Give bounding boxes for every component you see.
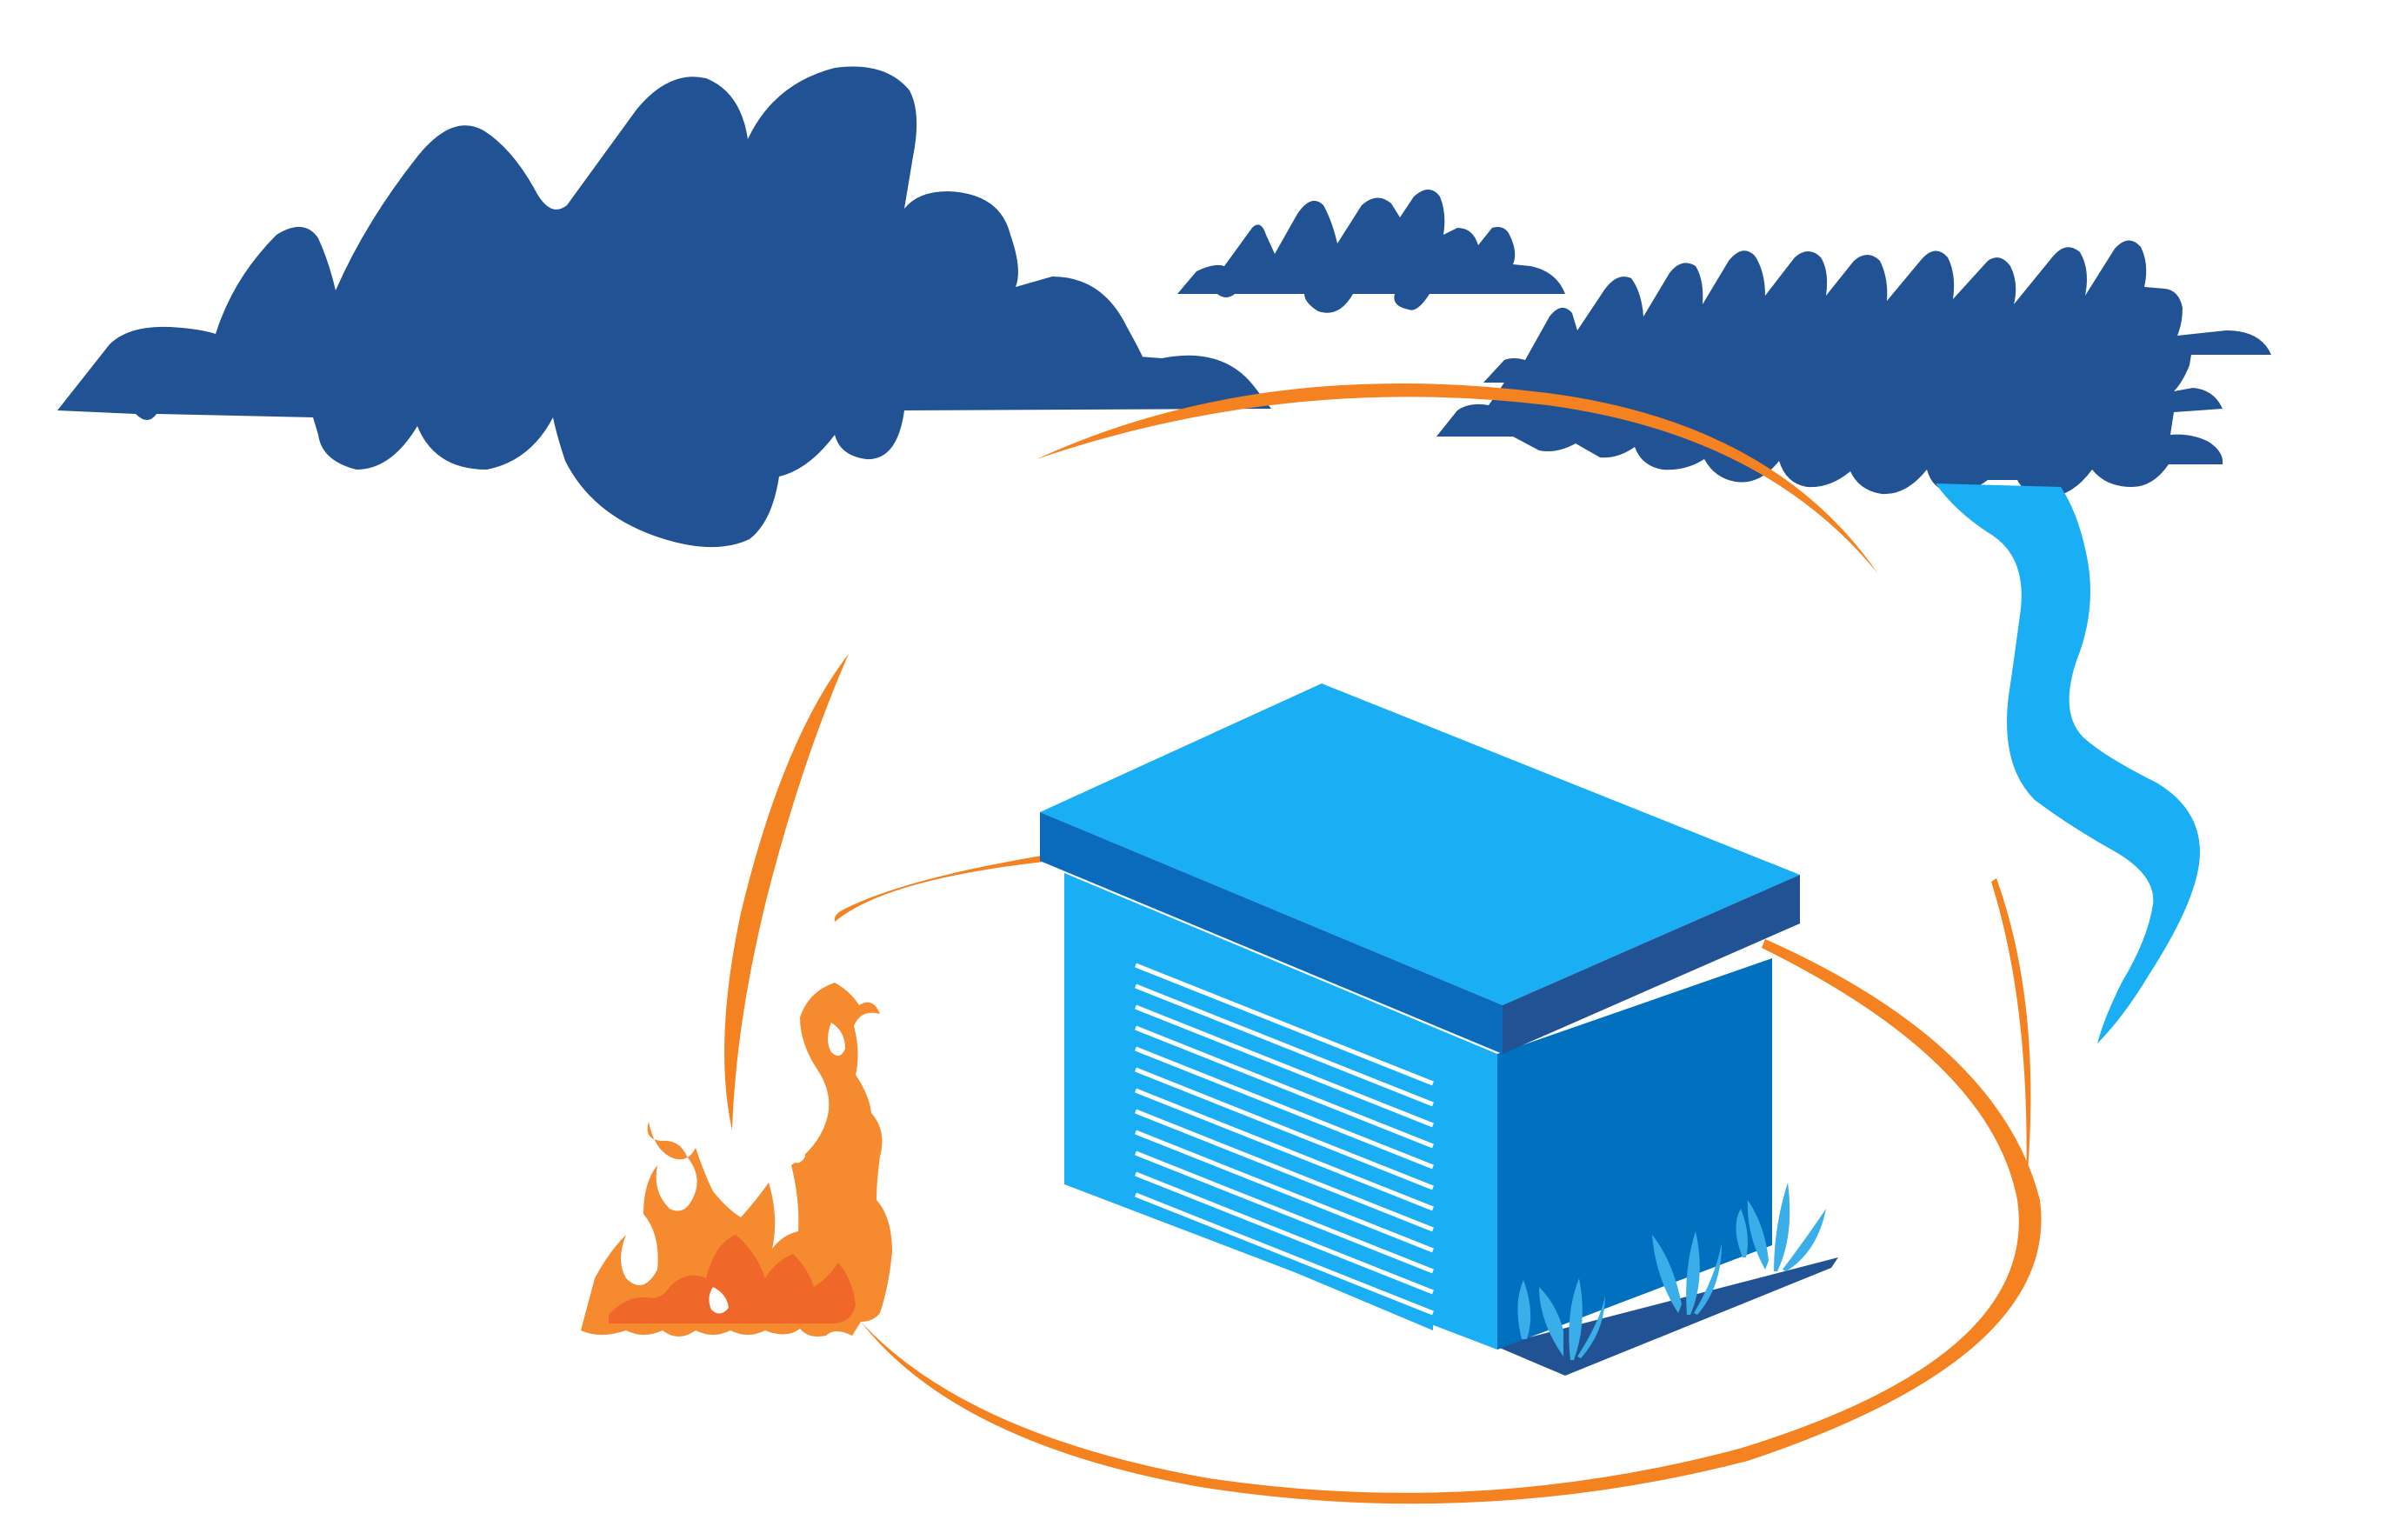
door-slat <box>1135 1088 1434 1211</box>
plant-leaf <box>1694 1243 1722 1315</box>
roof-edge-side <box>1503 875 1800 1054</box>
door-slat <box>1135 1109 1434 1232</box>
ring-right-arc <box>1991 878 2031 1191</box>
door-panel <box>1136 957 1433 1330</box>
storm-cloud-left <box>57 66 1271 548</box>
ground-shadow <box>1496 1257 1838 1376</box>
storage-unit <box>1040 683 1838 1376</box>
fire-swirl-left <box>628 1245 647 1280</box>
ring-left-arc <box>724 654 849 1130</box>
plant-cluster-front <box>1517 1278 1605 1360</box>
protective-rings <box>724 383 2042 1504</box>
ring-top-arc <box>1036 383 1878 574</box>
plant-leaf <box>1686 1231 1700 1315</box>
door-slat <box>1135 963 1434 1086</box>
fire-outer-flames <box>581 983 892 1337</box>
fire-swirl-highlights <box>628 1023 845 1314</box>
storm-cloud-middle-shape <box>1177 190 1565 313</box>
storm-cloud-right <box>1436 240 2271 497</box>
door-slat <box>1135 1130 1434 1253</box>
wildfire <box>581 983 892 1337</box>
plant-cluster-middle <box>1652 1231 1722 1315</box>
door-slat <box>1135 1025 1434 1149</box>
door-slat <box>1135 1192 1434 1316</box>
door-slat <box>1135 1046 1434 1170</box>
fire-swirl-lower <box>709 1287 729 1314</box>
plant-leaf <box>1736 1209 1748 1257</box>
door-slat <box>1135 1171 1434 1295</box>
roll-up-door <box>1135 957 1434 1330</box>
plant-leaf <box>1747 1200 1769 1270</box>
fire-swirl-center <box>787 1127 805 1163</box>
roof-top <box>1040 683 1800 1005</box>
plant-cluster-back <box>1736 1183 1826 1271</box>
plant-leaf <box>1577 1296 1605 1358</box>
fire-inner-flames <box>609 1235 856 1323</box>
plant-leaf <box>1569 1278 1583 1360</box>
storm-cloud-middle <box>1177 190 1565 313</box>
plant-leaf <box>1652 1235 1682 1313</box>
unit-side-wall <box>1497 958 1772 1350</box>
door-slats <box>1135 963 1434 1316</box>
door-slat <box>1135 1004 1434 1128</box>
plant-leaf <box>1539 1287 1563 1357</box>
storm-cloud-right-shape <box>1436 240 2271 497</box>
plant-leaf <box>1517 1280 1531 1339</box>
tornado-funnel <box>1936 483 2200 1043</box>
door-slat <box>1135 983 1434 1107</box>
plant-leaf <box>1783 1209 1826 1271</box>
roof-edge-front <box>1040 812 1503 1054</box>
tornado <box>1936 483 2200 1043</box>
door-slat <box>1135 1067 1434 1190</box>
storm-cloud-left-shape <box>57 66 1271 548</box>
plant-leaf <box>1774 1183 1790 1271</box>
door-slat <box>1135 1150 1434 1274</box>
fire-eye-highlight <box>828 1023 845 1057</box>
plants <box>1517 1183 1826 1360</box>
